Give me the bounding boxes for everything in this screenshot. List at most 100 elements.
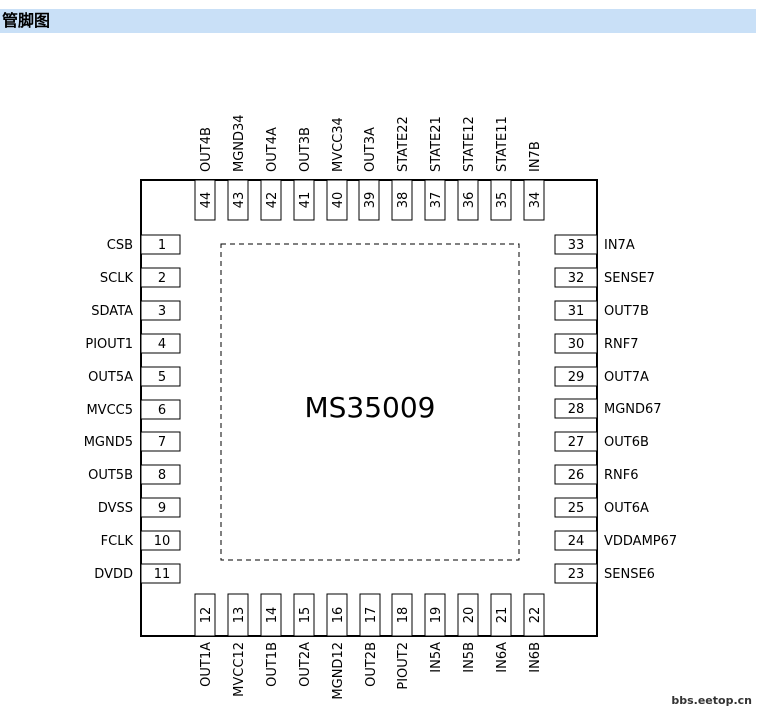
pin-number: 26 — [568, 468, 585, 483]
chip-name: MS35009 — [304, 391, 435, 424]
pin-pad — [140, 563, 181, 584]
pin-label: OUT6A — [604, 501, 649, 516]
pin-pad — [424, 593, 446, 637]
pin-pad — [227, 593, 249, 637]
pin-number: 29 — [568, 370, 585, 385]
exposed-pad — [220, 243, 520, 561]
pin-pad — [424, 179, 446, 221]
pin-label: OUT6B — [604, 435, 649, 450]
pin-29: 29 OUT7A — [554, 366, 649, 387]
pin-label: OUT7B — [604, 304, 649, 319]
pin-number: 1 — [158, 238, 166, 253]
pin-number: 9 — [158, 501, 166, 516]
pin-number: 19 — [429, 607, 444, 624]
pin-pad — [194, 593, 216, 637]
pin-pad — [490, 593, 512, 637]
pin-pad — [260, 593, 282, 637]
pin-pad — [140, 333, 181, 354]
pin-pad — [554, 431, 598, 452]
pin-pad — [391, 179, 413, 221]
pin-number: 24 — [568, 534, 585, 549]
pin-label: STATE22 — [396, 116, 411, 172]
pin-pad — [140, 464, 181, 485]
pin-label: VDDAMP67 — [604, 534, 677, 549]
pin-pad — [326, 179, 348, 221]
watermark: bbs.eetop.cn — [671, 694, 752, 707]
pin-label: MVCC12 — [232, 642, 247, 697]
pin-number: 33 — [568, 238, 585, 253]
pin-number: 37 — [429, 192, 444, 209]
pin-pad — [140, 300, 181, 321]
pin-number: 3 — [158, 304, 166, 319]
pin-label: OUT7A — [604, 370, 649, 385]
pin-number: 5 — [158, 370, 166, 385]
pin-pad — [391, 593, 413, 637]
pin-label: OUT5A — [88, 370, 133, 385]
pin-label: CSB — [107, 238, 133, 253]
pin-label: MVCC5 — [86, 403, 133, 418]
pin-number: 44 — [199, 192, 214, 209]
pin-label: OUT5B — [88, 468, 133, 483]
pin-44: 44 OUT4B — [194, 127, 216, 221]
pin-number: 32 — [568, 271, 585, 286]
pin-label: STATE11 — [495, 116, 510, 172]
pin-label: MGND34 — [232, 114, 247, 172]
pin-label: PIOUT2 — [396, 642, 411, 690]
pin-27: 27 OUT6B — [554, 431, 649, 452]
pin-label: IN7A — [604, 238, 635, 253]
pin-24: 24 VDDAMP67 — [554, 530, 677, 551]
pin-33: 33 IN7A — [554, 234, 635, 255]
pin-number: 27 — [568, 435, 585, 450]
pin-label: IN6A — [495, 642, 510, 673]
pin-number: 2 — [158, 271, 166, 286]
pin-label: SENSE7 — [604, 271, 655, 286]
pin-pad — [554, 300, 598, 321]
header-bar: 管脚图 — [0, 9, 756, 33]
pin-number: 34 — [528, 192, 543, 209]
pin-label: OUT3A — [363, 127, 378, 172]
pin-number: 41 — [298, 192, 313, 209]
pin-pad — [554, 398, 598, 419]
pins-layer: 1CSB2SCLK3SDATA4PIOUT15OUT5A6MVCC57MGND5… — [84, 114, 677, 699]
pin-pad — [140, 431, 181, 452]
pin-label: OUT3B — [298, 127, 313, 172]
pin-label: IN5B — [462, 642, 477, 673]
pin-32: 32 SENSE7 — [554, 267, 655, 288]
pin-number: 12 — [199, 607, 214, 624]
pin-label: OUT2B — [364, 642, 379, 687]
pin-pad — [554, 366, 598, 387]
pin-label: MGND12 — [331, 642, 346, 700]
pin-41: 41 OUT3B — [293, 127, 315, 221]
pin-number: 39 — [363, 192, 378, 209]
pin-number: 25 — [568, 501, 585, 516]
pin-pad — [140, 267, 181, 288]
pin-number: 23 — [568, 567, 585, 582]
pin-pad — [358, 179, 380, 221]
pin-pad — [554, 267, 598, 288]
pin-number: 35 — [495, 192, 510, 209]
pin-pad — [457, 179, 479, 221]
pin-number: 14 — [265, 607, 280, 624]
pin-label: OUT4B — [199, 127, 214, 172]
pin-label: OUT1A — [199, 642, 214, 687]
